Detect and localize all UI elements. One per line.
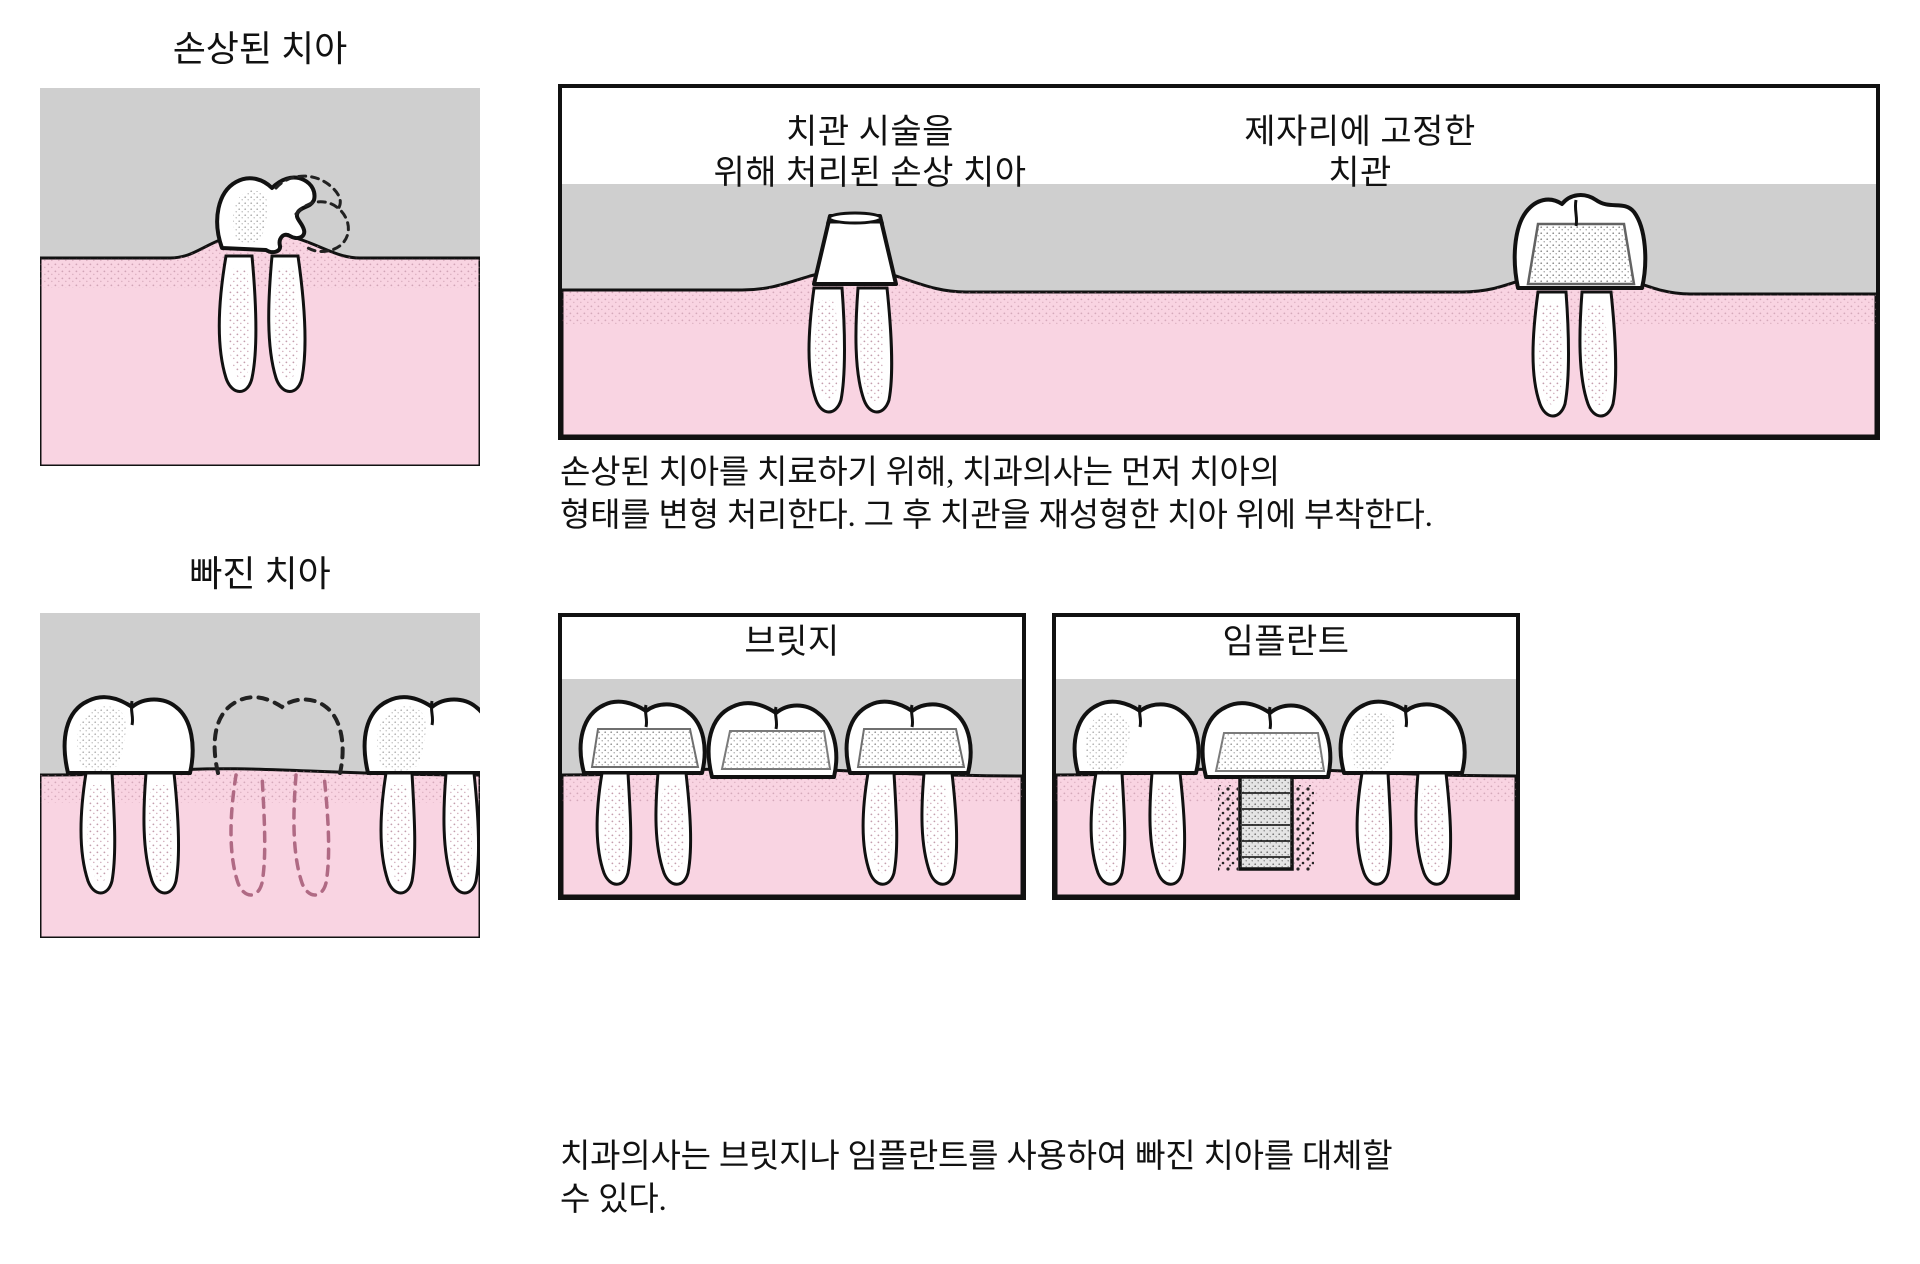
- damaged-tooth-panel: [40, 88, 480, 466]
- caption-missing-tooth: 치과의사는 브릿지나 임플란트를 사용하여 빠진 치아를 대체할 수 있다.: [560, 1139, 1393, 1218]
- panel-title-prepared-tooth: 치관 시술을 위해 처리된 손상 치아: [713, 114, 1027, 193]
- missing-tooth-illustration: [40, 613, 480, 938]
- implant-panel: [1052, 613, 1520, 900]
- section-heading-damaged-tooth: 손상된 치아: [172, 29, 348, 69]
- crown-procedure-illustration: [562, 88, 1876, 436]
- bridge-illustration: [562, 617, 1022, 896]
- bridge-panel: [558, 613, 1026, 900]
- implant-illustration: [1056, 617, 1516, 896]
- panel-title-crown-in-place: 제자리에 고정한 치관: [1244, 114, 1476, 193]
- panel-title-implant: 임플란트: [1222, 624, 1350, 661]
- crown-procedure-panel: [558, 84, 1880, 440]
- caption-damaged-tooth: 손상된 치아를 치료하기 위해, 치과의사는 먼저 치아의 형태를 변형 처리한…: [560, 455, 1433, 534]
- damaged-tooth-illustration: [40, 88, 480, 466]
- panel-title-bridge: 브릿지: [744, 624, 840, 661]
- section-heading-missing-tooth: 빠진 치아: [189, 554, 331, 594]
- missing-tooth-panel: [40, 613, 480, 938]
